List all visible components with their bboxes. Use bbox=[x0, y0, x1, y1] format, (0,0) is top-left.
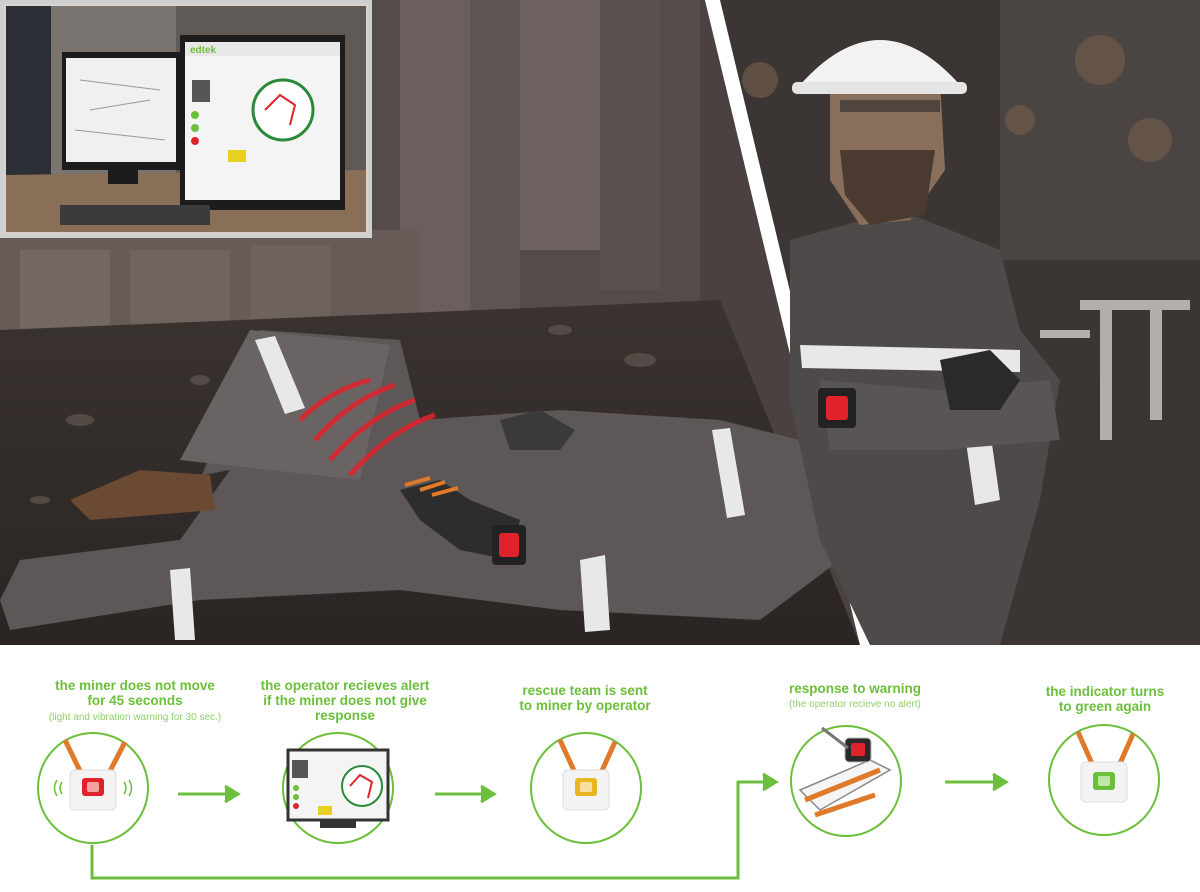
step-2-title-line-2: if the miner does not give bbox=[263, 693, 427, 708]
step-4-circle bbox=[790, 725, 902, 837]
hard-hat-icon bbox=[800, 40, 960, 85]
wrist-device-icon bbox=[562, 769, 610, 811]
illustration-scene: edtek bbox=[0, 0, 1200, 645]
step-5-title-line-1: the indicator turns bbox=[1045, 684, 1165, 699]
step-4-subtitle: (the operator recieve no alert) bbox=[789, 699, 921, 710]
arrow-right-icon bbox=[178, 784, 241, 804]
step-2-circle bbox=[282, 732, 394, 844]
step-3-title: rescue team is sent to miner by operator bbox=[480, 683, 690, 713]
arrow-right-icon bbox=[435, 784, 497, 804]
step-1-title-line-1: the miner does not move bbox=[55, 678, 215, 693]
elbow-arrow-icon bbox=[90, 772, 779, 880]
step-5-title: the indicator turns to green again bbox=[1010, 684, 1200, 714]
step-4-title-line-1: response to warning bbox=[788, 681, 922, 696]
arrow-right-icon bbox=[945, 772, 1009, 792]
step-3-title-line-1: rescue team is sent bbox=[522, 683, 648, 698]
step-4-title: response to warning bbox=[760, 681, 950, 696]
hand-press-icon bbox=[798, 759, 892, 811]
vibration-icon bbox=[53, 779, 133, 797]
wrist-device-icon bbox=[1080, 761, 1128, 803]
alert-button bbox=[228, 150, 246, 162]
step-3-title-line-2: to miner by operator bbox=[519, 698, 651, 713]
step-5-title-line-2: to green again bbox=[1058, 699, 1152, 714]
step-1-subtitle: (light and vibration warning for 30 sec.… bbox=[48, 712, 222, 723]
step-1-title: the miner does not move for 45 seconds bbox=[15, 678, 255, 708]
step-1-circle bbox=[37, 732, 149, 844]
step-3-circle bbox=[530, 732, 642, 844]
standing-miner-panel bbox=[720, 0, 1200, 645]
avatar bbox=[192, 80, 210, 102]
step-2-title-line-1: the operator recieves alert bbox=[260, 678, 430, 693]
monitor-icon bbox=[286, 748, 390, 822]
wrist-device-icon bbox=[69, 769, 117, 811]
step-2-title: the operator recieves alert if the miner… bbox=[230, 678, 460, 723]
vibration-waves-icon bbox=[298, 377, 436, 477]
fallen-miner-panel bbox=[0, 0, 860, 645]
map-icon bbox=[251, 78, 315, 142]
control-room-inset: edtek bbox=[0, 0, 372, 238]
step-5-circle bbox=[1048, 724, 1160, 836]
step-2-title-line-3: response bbox=[314, 708, 376, 723]
monitor-logo: edtek bbox=[190, 45, 217, 56]
step-1-title-line-2: for 45 seconds bbox=[87, 693, 183, 708]
